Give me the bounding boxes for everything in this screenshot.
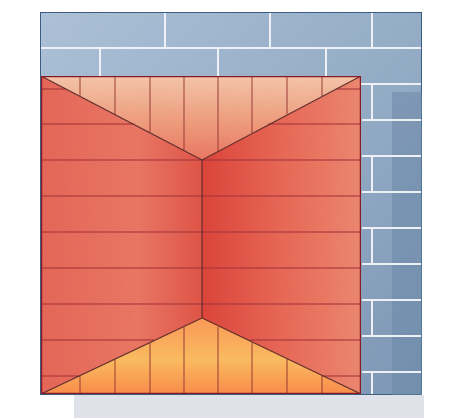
tile-seams bbox=[40, 75, 362, 395]
tile-block-outline bbox=[39, 74, 363, 396]
tile-panel-top bbox=[41, 76, 361, 160]
tile-panel-left bbox=[41, 76, 202, 394]
floor-shadow bbox=[74, 395, 424, 418]
brick-wall-shadow-strip bbox=[392, 92, 422, 395]
tile-right-plank-lines bbox=[202, 88, 361, 377]
tile-panel-bottom bbox=[41, 318, 361, 394]
tile-panel-right bbox=[202, 76, 361, 394]
tile-top-plank-lines bbox=[79, 76, 323, 151]
tile-block bbox=[39, 74, 363, 396]
tile-left-plank-lines bbox=[41, 88, 202, 377]
tile-bottom-plank-lines bbox=[79, 327, 323, 394]
